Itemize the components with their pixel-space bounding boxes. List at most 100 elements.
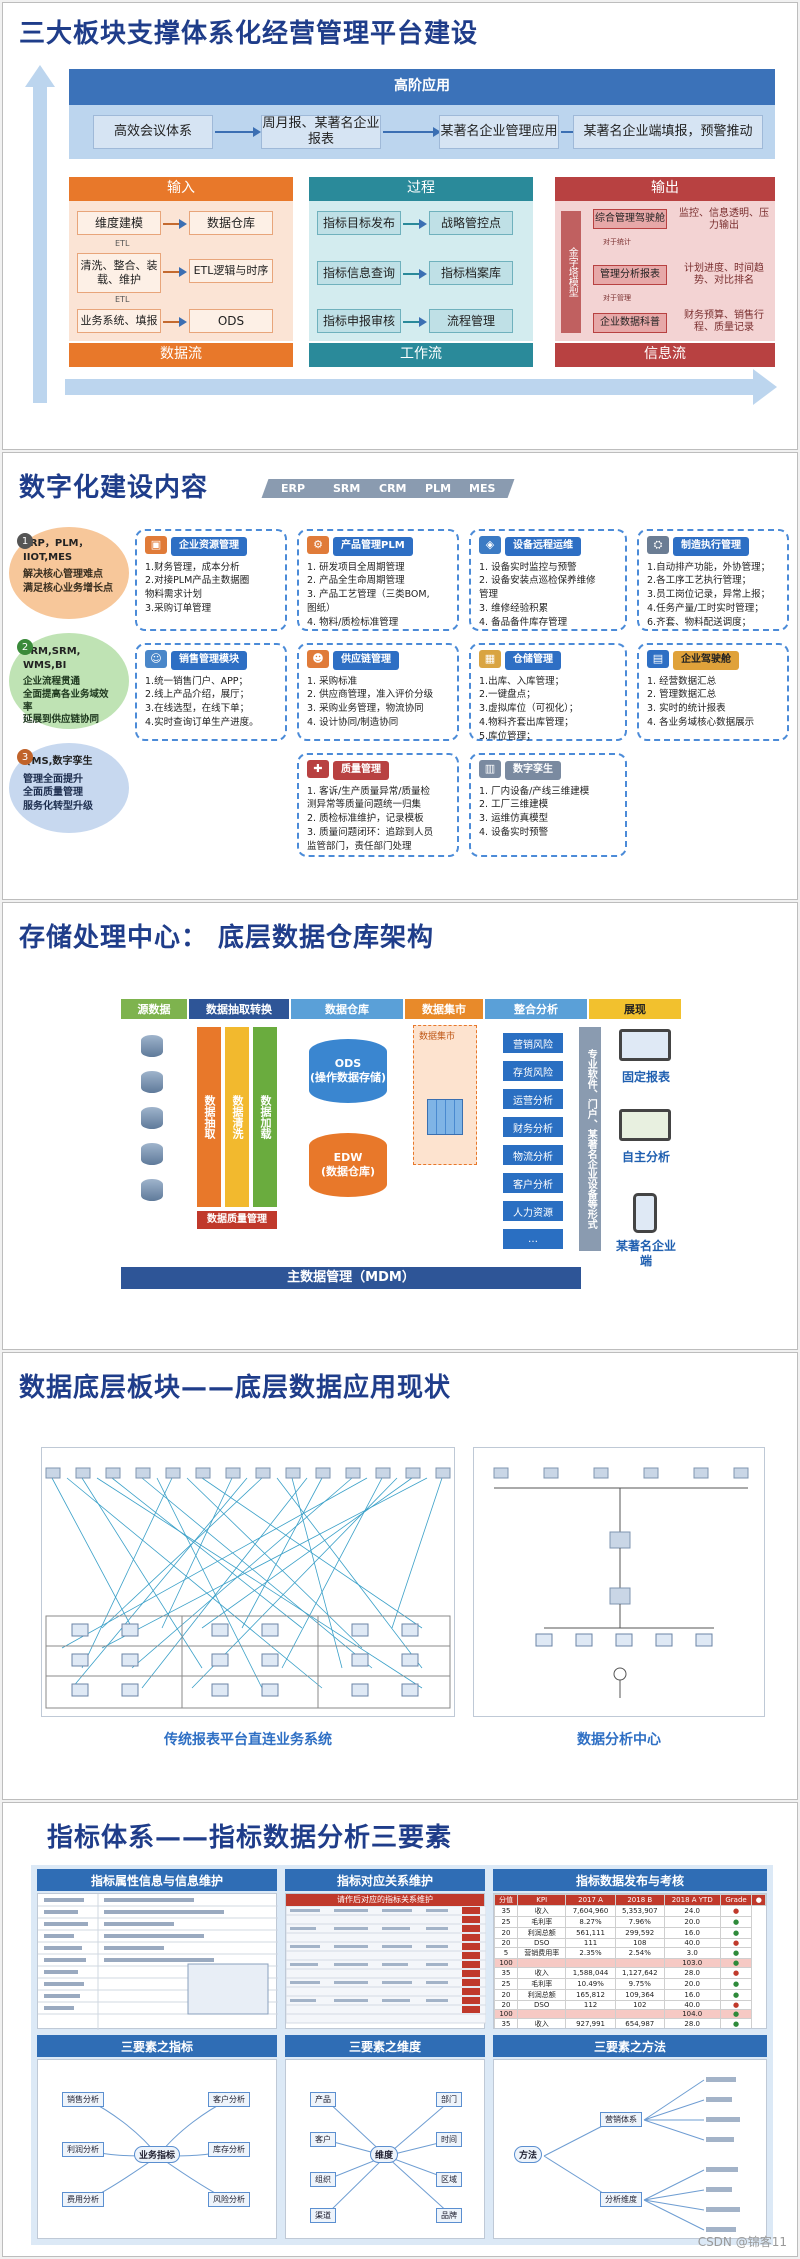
kpi-cell: 102: [614, 2000, 665, 2010]
report-laptop-icon: [619, 1029, 671, 1061]
watermark: CSDN @锦客11: [697, 2235, 787, 2249]
cube-icon: [427, 1099, 463, 1135]
card-title: 产品管理PLM: [333, 537, 413, 556]
category-circle: CRM,SRM, WMS,BI 企业流程贯通 全面提高各业务域效率 延展到供应链…: [9, 633, 129, 729]
mes-icon: ⛭: [647, 536, 669, 554]
kpi-cell: [516, 2009, 567, 2019]
erp-icon: ▣: [145, 536, 167, 554]
section-digital: 数字化建设内容 ERP SRM CRM PLM MES ERP，PLM，IIOT…: [2, 452, 798, 900]
status-icon: ●: [719, 1905, 753, 1917]
module-card: ▦ 仓储管理 1.出库、入库管理； 2.一键盘点； 3.虚拟库位（可视化）； 4…: [469, 643, 627, 742]
arrow: [403, 317, 427, 327]
card-title: 供应链管理: [333, 651, 399, 670]
card-title: 数字孪生: [505, 761, 561, 780]
dimension-node: 渠道: [310, 2208, 336, 2223]
output-label: 某著名企业端: [615, 1239, 676, 1268]
circle-body: 解决核心管理难点 满足核心业务增长点: [23, 569, 113, 594]
tag-label: CRM: [379, 482, 407, 495]
method-node: 分析维度: [600, 2192, 642, 2207]
top-item: 某著名企业端填报，预警推动: [573, 115, 763, 149]
form-lines: [38, 1894, 278, 2030]
circle-head: CRM,SRM, WMS,BI: [23, 646, 81, 671]
kpi-cell: 5,353,907: [614, 1905, 665, 1917]
sales-icon: ☺: [145, 650, 167, 668]
cockpit-icon: ▤: [647, 650, 669, 668]
circle-number: 2: [17, 639, 33, 655]
card-item: 3.在线选型，在线下单；: [145, 703, 250, 715]
module-card: ◈ 设备远程运维 1. 设备实时监控与预警 2. 设备安装点巡检保养维修 管理 …: [469, 529, 627, 631]
kpi-cell: 16.0: [663, 1989, 721, 2001]
kpi-cell: 20: [494, 1927, 518, 1939]
status-icon: ●: [719, 1916, 753, 1928]
card-item: 3.虚拟库位（可视化）；: [479, 703, 579, 715]
kpi-cell: 20: [494, 1938, 518, 1948]
circle-body: 管理全面提升 全面质量管理 服务化转型升级: [23, 773, 93, 812]
block-header: 三要素之维度: [285, 2035, 485, 2057]
etl-label: ETL: [115, 295, 130, 304]
kpi-cell: 利润总额: [516, 1927, 567, 1939]
card-item: 1.财务管理，成本分析: [145, 561, 240, 573]
kpi-cell: [565, 2009, 616, 2019]
axis-arrowhead-right: [753, 369, 777, 405]
center-node: 维度: [370, 2146, 399, 2163]
kpi-cell: 7,604,960: [565, 1905, 616, 1917]
card-item: 物料需求计划: [145, 589, 203, 601]
card-item: 5.库位管理；: [479, 730, 536, 742]
card-item: 4. 物料/质检标准管理: [307, 616, 399, 628]
card-item: 监管部门，责任部门处理: [307, 840, 412, 852]
dimension-mindmap: 维度 产品 客户 组织 渠道 部门 时间 区域 品牌: [285, 2059, 485, 2239]
kpi-cell: 112: [565, 2000, 616, 2010]
kpi-cell: 收入: [516, 1967, 567, 1979]
data-quality-bar: 数据质量管理: [197, 1211, 277, 1229]
section-title: 三大板块支撑体系化经营管理平台建设: [19, 19, 479, 49]
block-header: 指标属性信息与信息维护: [37, 1869, 277, 1891]
input-item: 数据仓库: [189, 211, 273, 235]
system-tag: MES: [449, 479, 515, 498]
analysis-item: 财务分析: [503, 1117, 563, 1137]
status-icon: ●: [719, 1967, 753, 1979]
metric-mindmap: 业务指标 销售分析 客户分析 利润分析 库存分析 费用分析 风险分析: [37, 2059, 277, 2239]
input-item: 业务系统、填报: [77, 309, 161, 333]
column-header: 数据抽取转换: [189, 999, 289, 1019]
kpi-cell: 40.0: [663, 1938, 721, 1948]
kpi-cell: 1,588,044: [565, 1967, 616, 1979]
relation-rows: [285, 1905, 487, 2024]
process-item: 战略管控点: [429, 211, 513, 235]
analysis-item: 营销风险: [503, 1033, 563, 1053]
analysis-item: 物流分析: [503, 1145, 563, 1165]
analysis-item: 存货风险: [503, 1061, 563, 1081]
kpi-cell: 8.27%: [565, 1916, 616, 1928]
card-title: 企业资源管理: [171, 537, 247, 556]
card-item: 测异常等质量问题统一归集: [307, 799, 422, 811]
status-icon: ●: [719, 1958, 753, 1968]
kpi-cell: 利润总额: [516, 1989, 567, 2001]
dimension-node: 区域: [436, 2172, 462, 2187]
card-item: 4. 设备实时预警: [479, 826, 549, 838]
database-icon: [141, 1071, 163, 1093]
input-item: 清洗、整合、装载、维护: [77, 253, 161, 293]
section-current-state: 数据底层板块——底层数据应用现状: [2, 1352, 798, 1800]
kpi-cell: DSO: [516, 1938, 567, 1948]
data-mart-box: [413, 1025, 477, 1165]
section-title: 存储处理中心： 底层数据仓库架构: [19, 923, 435, 953]
module-card: ▥ 数字孪生 1. 厂内设备/产线三维建模 2. 工厂三维建模 3. 运维仿真模…: [469, 753, 627, 857]
card-title: 销售管理模块: [171, 651, 247, 670]
dimension-node: 时间: [436, 2132, 462, 2147]
status-icon: ●: [719, 1938, 753, 1948]
process-header: 过程: [309, 177, 533, 201]
output-footer: 信息流: [555, 343, 775, 367]
kpi-cell: 109,364: [614, 1989, 665, 2001]
card-item: 4. 备品备件库存管理: [479, 616, 568, 628]
block-header: 三要素之指标: [37, 2035, 277, 2057]
kpi-cell: DSO: [516, 2000, 567, 2010]
block-header: 三要素之方法: [493, 2035, 767, 2057]
database-icon: [141, 1179, 163, 1201]
card-item: 1. 采购标准: [307, 675, 358, 687]
